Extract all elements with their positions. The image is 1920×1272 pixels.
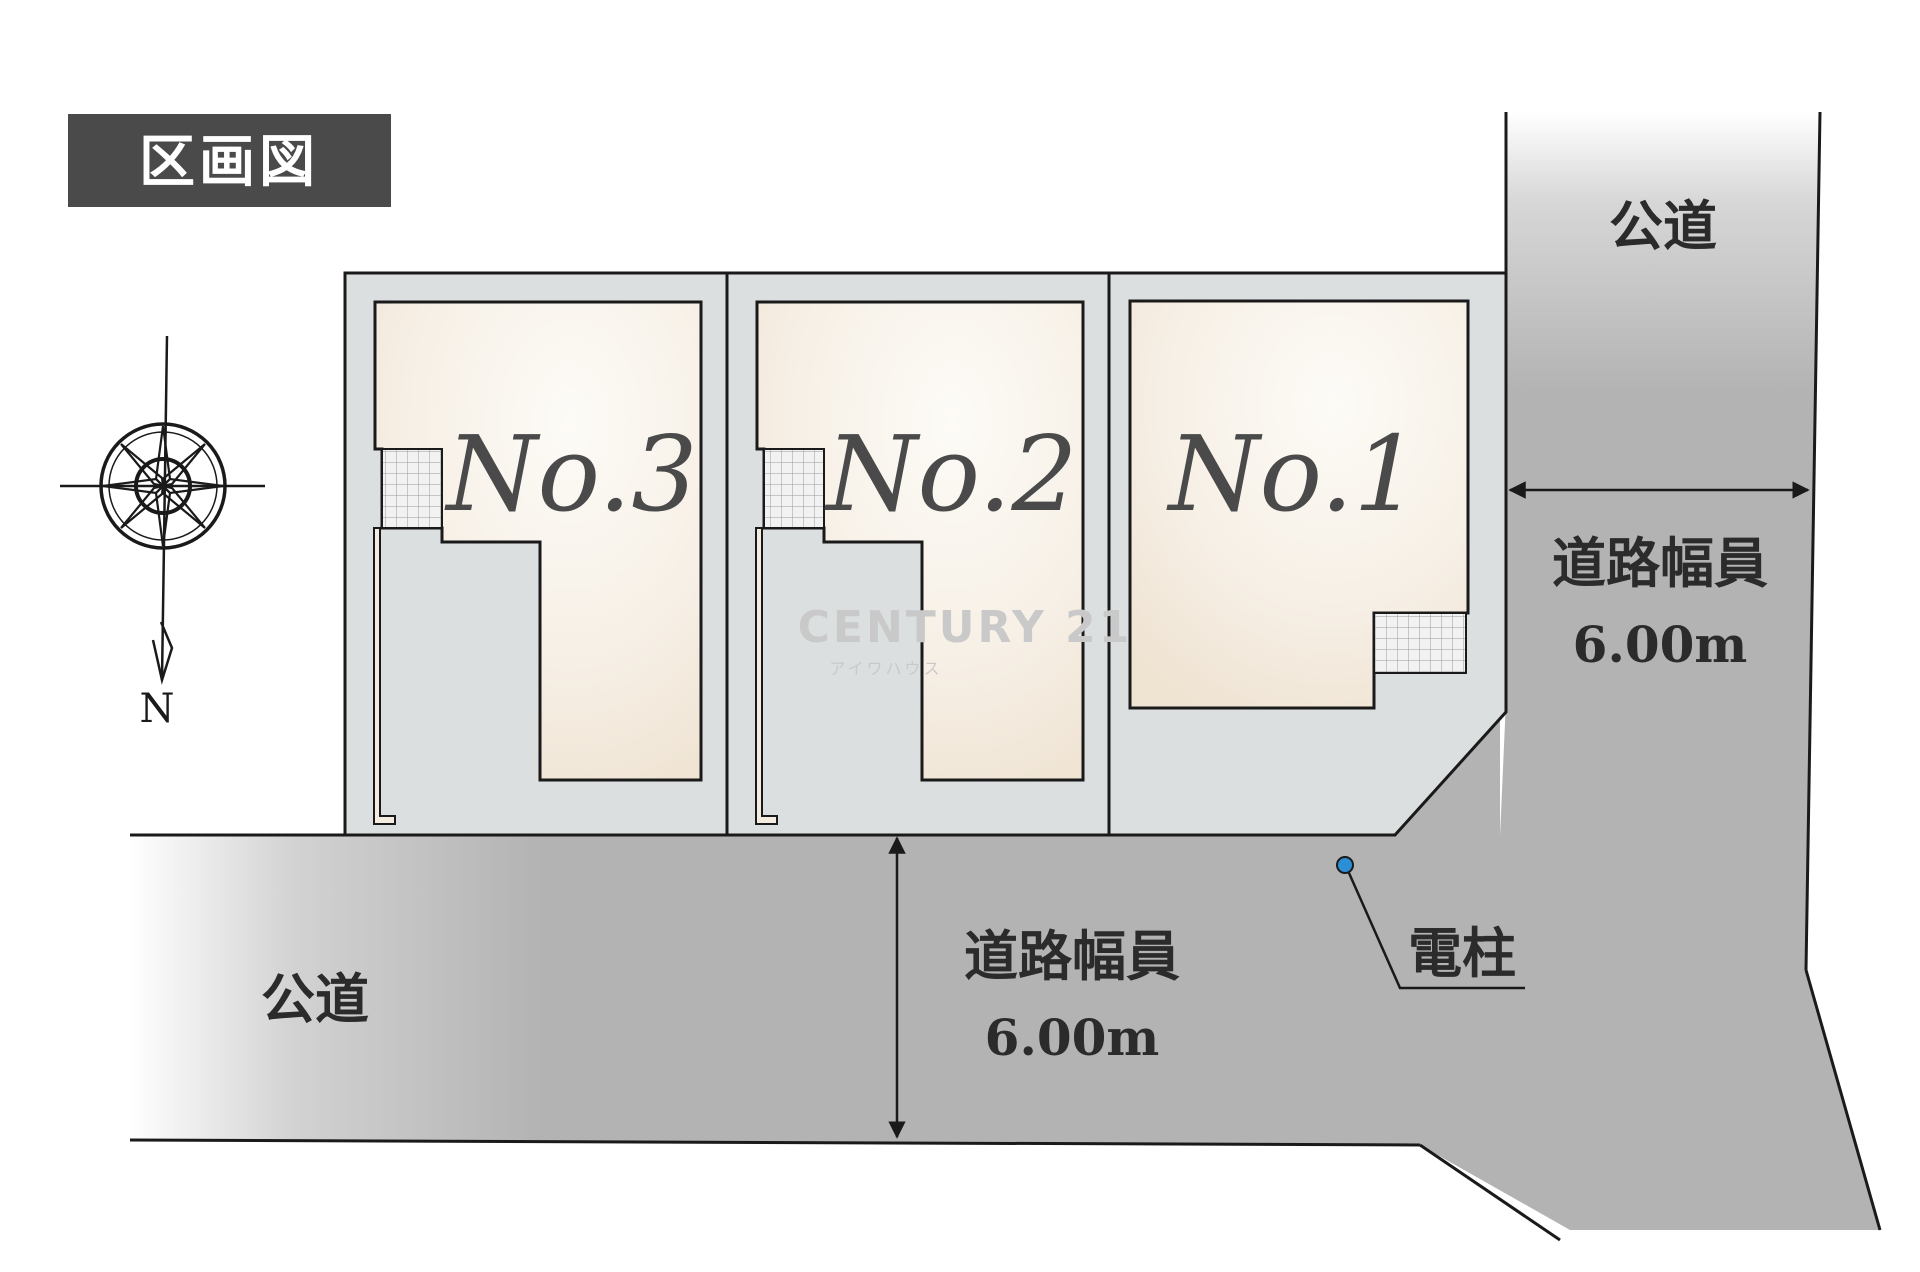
east-road-width-label: 道路幅員 — [1552, 531, 1768, 595]
north-label: N — [140, 686, 175, 732]
buildings — [373, 299, 1470, 782]
east-road — [1420, 112, 1880, 1230]
balcony-no1 — [1373, 612, 1467, 674]
utility-pole-label: 電柱 — [1408, 921, 1516, 985]
lot-label-no2: No.2 — [823, 413, 1077, 535]
page-title: 区画図 — [139, 129, 319, 195]
south-road-width-label: 道路幅員 — [964, 924, 1180, 988]
watermark-brand: CENTURY 21 — [798, 602, 1133, 653]
balcony-no2 — [763, 448, 825, 529]
lot-label-no1: No.1 — [1165, 413, 1419, 535]
utility-pole-marker — [1336, 856, 1354, 874]
east-road-width-value: 6.00m — [1573, 615, 1748, 674]
lot-label-no3: No.3 — [443, 413, 697, 535]
balconies — [381, 448, 1467, 674]
building-no3 — [373, 300, 703, 782]
title-block — [68, 114, 391, 207]
south-road — [130, 710, 1500, 1145]
balcony-no3 — [381, 448, 443, 529]
watermark-sub: アイワハウス — [829, 659, 942, 678]
east-road-name: 公道 — [1609, 194, 1717, 258]
south-road-name: 公道 — [261, 967, 369, 1031]
south-road-width-value: 6.00m — [985, 1008, 1160, 1067]
building-no2 — [755, 300, 1085, 782]
compass-icon — [60, 335, 265, 685]
utility-pole-leader — [1347, 872, 1525, 990]
gate-marks — [373, 527, 778, 825]
